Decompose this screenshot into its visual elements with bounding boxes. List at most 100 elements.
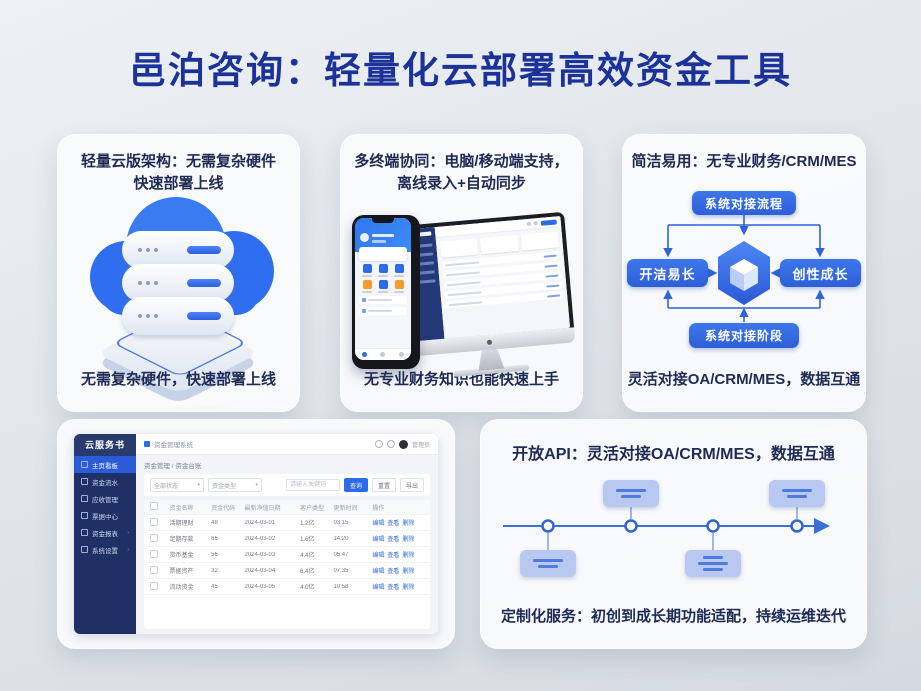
status-select-value: 全部状态 xyxy=(154,483,179,490)
reset-button[interactable]: 重置 xyxy=(371,478,396,492)
folder-icon xyxy=(81,495,88,502)
delete-link[interactable]: 删除 xyxy=(402,537,415,543)
app-icon xyxy=(394,264,404,273)
sidebar-item-receivables[interactable]: 应收管理 xyxy=(74,490,136,507)
imac-screen-ui xyxy=(396,216,571,343)
app-icon xyxy=(378,264,388,273)
phone-icon-grid-row1 xyxy=(359,264,407,273)
server-slot xyxy=(187,246,221,254)
admin-content: 资金管理 / 资金台账 全部状态 ▾ 资金类型 ▾ 查询 重置 xyxy=(136,455,438,634)
delete-link[interactable]: 删除 xyxy=(402,585,415,591)
delete-link[interactable]: 删除 xyxy=(402,569,415,575)
sidebar-item-dashboard[interactable]: 主页看板 xyxy=(74,456,136,473)
type-select-value: 资金类型 xyxy=(212,483,237,490)
api-timeline xyxy=(481,478,866,596)
delete-link[interactable]: 删除 xyxy=(402,521,415,527)
card-admin-screenshot: 云服务书 主页看板 资金流水 应收管理 票据中心 xyxy=(57,419,455,649)
timeline-node xyxy=(790,519,804,533)
status-select[interactable]: 全部状态 ▾ xyxy=(150,478,204,492)
card-easy-use: 简洁易用：无专业财务/CRM/MES xyxy=(622,134,866,412)
delete-link[interactable]: 删除 xyxy=(402,553,415,559)
card-multi-terminal: 多终端协同：电脑/移动端支持， 离线录入+自动同步 xyxy=(340,134,583,412)
table-row: 定期存款 66 2024-03-02 1.6亿 14:20 编辑 查看 删除 xyxy=(144,531,430,547)
server-led-dots xyxy=(138,248,158,252)
card-lite-cloud: 轻量云版架构：无需复杂硬件 快速部署上线 xyxy=(57,134,300,412)
chevron-right-icon: › xyxy=(127,546,129,553)
server-led-dots xyxy=(138,314,158,318)
search-button[interactable]: 查询 xyxy=(343,478,368,492)
card-lite-heading-line1: 轻量云版架构：无需复杂硬件 xyxy=(80,153,276,170)
page-title: 邑泊咨询：轻量化云部署高效资金工具 xyxy=(129,50,792,91)
table-row: 活期理财 48 2024-03-01 1.2亿 03:15 编辑 查看 删除 xyxy=(144,515,430,531)
cell-type: 1.2亿 xyxy=(300,521,315,527)
cell-time: 03:15 xyxy=(333,519,349,526)
view-link[interactable]: 查看 xyxy=(387,585,400,591)
diagram-box-bottom: 系统对接阶段 xyxy=(689,323,799,348)
column-header: 操作 xyxy=(372,505,385,512)
diagram-box-left: 开洁易长 xyxy=(627,259,708,287)
edit-link[interactable]: 编辑 xyxy=(372,537,385,543)
cell-time: 10:58 xyxy=(333,583,349,590)
sidebar-item-settings[interactable]: 系统设置 › xyxy=(74,541,136,558)
row-checkbox[interactable] xyxy=(150,533,158,542)
cell-time: 14:20 xyxy=(333,535,349,542)
cell-name: 流动资金 xyxy=(169,585,194,591)
row-checkbox[interactable] xyxy=(150,517,158,526)
diagram-arrows xyxy=(663,215,825,322)
table-header-row: 资金名称 资金代码 最新净值日期 客户类型 更新时间 操作 xyxy=(144,500,430,515)
server-disc xyxy=(122,264,234,302)
row-checkbox[interactable] xyxy=(150,565,158,574)
desktop-computer-illustration xyxy=(392,211,578,381)
card-easy-caption: 灵活对接OA/CRM/MES，数据互通 xyxy=(627,371,861,388)
phone-list-item xyxy=(359,307,407,315)
phone-screen xyxy=(355,218,411,360)
view-link[interactable]: 查看 xyxy=(387,537,400,543)
sidebar-item-bills[interactable]: 票据中心 xyxy=(74,507,136,524)
card-lite-heading-line2: 快速部署上线 xyxy=(133,174,224,192)
data-table: 资金名称 资金代码 最新净值日期 客户类型 更新时间 操作 活期理财 48 20… xyxy=(144,500,430,629)
admin-sidebar: 云服务书 主页看板 资金流水 应收管理 票据中心 xyxy=(74,434,136,634)
imac-stand xyxy=(477,349,505,371)
imac-ui-button xyxy=(540,218,557,226)
table-row: 流动资金 45 2024-03-05 4.0亿 10:58 编辑 查看 删除 xyxy=(144,579,430,595)
avatar[interactable] xyxy=(398,439,408,449)
cell-name: 活期理财 xyxy=(169,521,194,527)
help-icon[interactable] xyxy=(386,440,395,448)
export-button[interactable]: 导出 xyxy=(399,478,424,492)
type-select[interactable]: 资金类型 ▾ xyxy=(208,478,262,492)
card-lite-caption: 无需复杂硬件，快速部署上线 xyxy=(80,371,276,388)
bell-icon[interactable] xyxy=(374,440,383,448)
sidebar-item-label: 主页看板 xyxy=(92,462,118,470)
search-input[interactable] xyxy=(285,479,340,491)
phone-icon-grid-row2 xyxy=(359,280,407,289)
edit-link[interactable]: 编辑 xyxy=(372,553,385,559)
tab-icon xyxy=(380,352,386,357)
chevron-down-icon: ▾ xyxy=(255,482,258,488)
diagram-box-right: 创性成长 xyxy=(780,259,861,287)
cell-name: 票据资产 xyxy=(169,569,194,575)
view-link[interactable]: 查看 xyxy=(387,553,400,559)
admin-app-window: 云服务书 主页看板 资金流水 应收管理 票据中心 xyxy=(74,434,438,634)
timeline-node xyxy=(706,519,720,533)
sidebar-item-reports[interactable]: 资金报表 › xyxy=(74,524,136,541)
row-checkbox[interactable] xyxy=(150,549,158,558)
sidebar-item-label: 应收管理 xyxy=(92,496,118,504)
chevron-right-icon: › xyxy=(127,529,129,536)
edit-link[interactable]: 编辑 xyxy=(372,585,385,591)
imac-ui-content xyxy=(434,216,571,339)
select-all-checkbox[interactable] xyxy=(150,502,158,510)
view-link[interactable]: 查看 xyxy=(387,521,400,527)
tab-icon xyxy=(361,352,367,357)
page-breadcrumb: 资金管理 / 资金台账 xyxy=(144,463,202,470)
cell-code: 32 xyxy=(211,567,218,574)
edit-link[interactable]: 编辑 xyxy=(372,569,385,575)
sidebar-item-funds-flow[interactable]: 资金流水 xyxy=(74,473,136,490)
row-checkbox[interactable] xyxy=(150,581,158,590)
view-link[interactable]: 查看 xyxy=(387,569,400,575)
server-disc xyxy=(122,297,234,335)
cell-type: 4.0亿 xyxy=(300,585,315,591)
edit-link[interactable]: 编辑 xyxy=(372,521,385,527)
card-multi-caption: 无专业财务知识也能快速上手 xyxy=(363,371,559,388)
card-api-caption: 定制化服务：初创到成长期功能适配，持续运维迭代 xyxy=(500,608,846,625)
